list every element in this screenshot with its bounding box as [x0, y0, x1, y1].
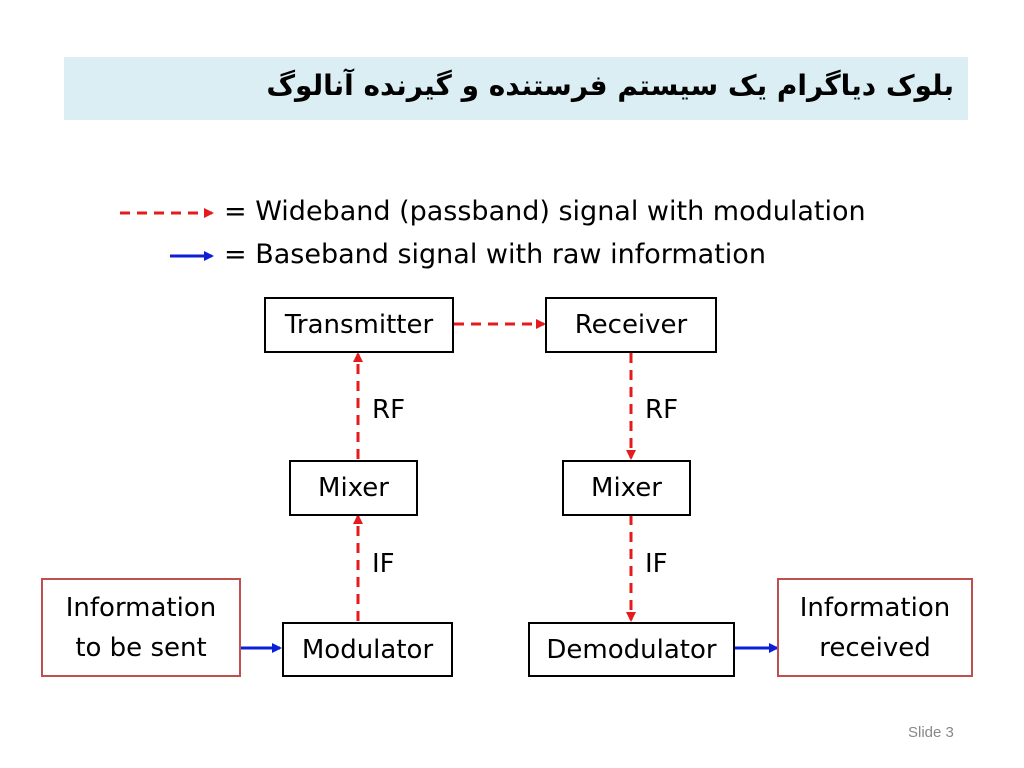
title-bar: بلوک دیاگرام یک سیستم فرستنده و گیرنده آ… [64, 57, 968, 120]
slide-title: بلوک دیاگرام یک سیستم فرستنده و گیرنده آ… [266, 69, 954, 102]
demodulator-block: Demodulator [528, 622, 735, 677]
info-sent-line1: Information [65, 592, 217, 623]
legend-baseband-text: = Baseband signal with raw information [224, 239, 766, 270]
if-label-tx: IF [372, 549, 395, 579]
info-received-line2: received [819, 632, 931, 663]
info-received-line1: Information [799, 592, 951, 623]
info-sent-line2: to be sent [75, 632, 207, 663]
rf-label-rx: RF [645, 395, 679, 425]
if-label-rx: IF [645, 549, 668, 579]
info-received-block: Information received [777, 578, 973, 677]
mixer-tx-block: Mixer [289, 460, 418, 516]
slide-number: Slide 3 [908, 724, 954, 741]
mixer-rx-block: Mixer [562, 460, 691, 516]
rf-label-tx: RF [372, 395, 406, 425]
info-to-be-sent-block: Information to be sent [41, 578, 241, 677]
receiver-block: Receiver [545, 297, 717, 353]
modulator-block: Modulator [282, 622, 453, 677]
legend-wideband-text: = Wideband (passband) signal with modula… [224, 196, 866, 227]
transmitter-block: Transmitter [264, 297, 454, 353]
